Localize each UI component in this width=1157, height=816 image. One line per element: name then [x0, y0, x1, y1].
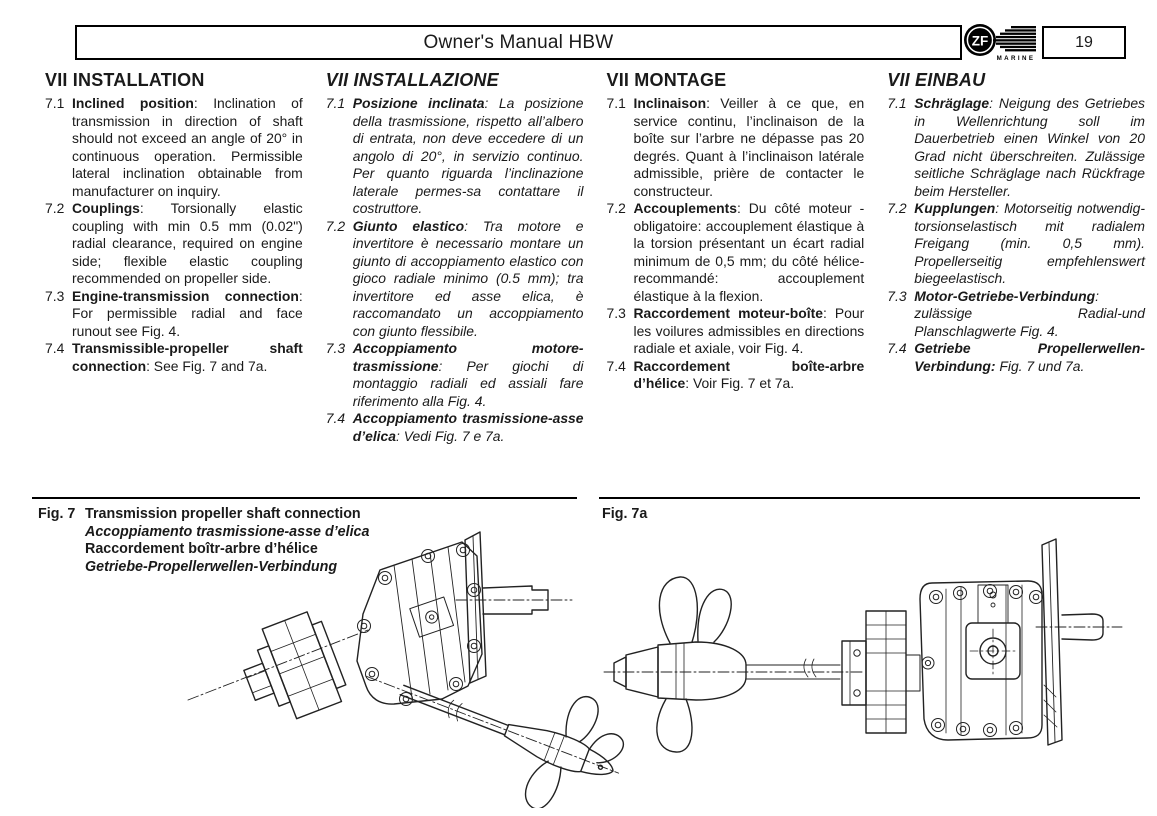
- item-number: 7.1: [325, 95, 346, 111]
- list-item: 7.2 Couplings: Torsionally elastic coupl…: [45, 200, 303, 288]
- column-francais: VII MONTAGE 7.1 Inclinaison: Veiller à c…: [607, 70, 865, 445]
- list-item: 7.1 Schräglage: Neigung des Getriebes in…: [887, 95, 1145, 200]
- fig7-label: Fig. 7: [38, 506, 76, 522]
- item-number: 7.1: [887, 95, 907, 111]
- item-number: 7.4: [606, 357, 626, 374]
- item-text: : Inclination of transmission in directi…: [72, 95, 303, 199]
- item-term: Inclinaison: [633, 95, 707, 111]
- item-number: 7.1: [606, 95, 626, 111]
- item-term: Motor-Getriebe-Verbindung: [914, 287, 1096, 304]
- fig7-caption-it: Accoppiamento trasmissione-asse d’elica: [85, 523, 370, 540]
- list-item: 7.4 Raccordement boîte-arbre d’hélice: V…: [607, 358, 865, 393]
- fig7-caption-fr: Raccordement boîtr-arbre d’hélice: [85, 541, 318, 557]
- fig7-caption: Fig. 7 Transmission propeller shaft conn…: [38, 506, 369, 576]
- item-number: 7.3: [325, 340, 346, 356]
- item-number: 7.3: [887, 287, 907, 304]
- item-number: 7.4: [887, 340, 907, 356]
- list-item: 7.1 Inclinaison: Veiller à ce que, en se…: [607, 95, 865, 200]
- column-heading: VII INSTALLATION: [45, 70, 205, 90]
- item-term: Raccordement moteur-boîte: [633, 305, 823, 321]
- item-number: 7.4: [45, 340, 65, 356]
- list-item: 7.2 Accouplements: Du côté moteur -oblig…: [607, 200, 865, 305]
- item-term: Couplings: [72, 200, 140, 216]
- item-text: Fig. 7 und 7a.: [995, 357, 1085, 374]
- item-term: Schräglage: [914, 95, 990, 111]
- four-language-columns: VII INSTALLATION 7.1 Inclined position: …: [45, 70, 1145, 445]
- item-text: : Tra motore e invertitore è necessario …: [352, 217, 584, 339]
- list-item: 7.4 Getriebe Propellerwellen-Verbindung:…: [887, 340, 1145, 375]
- item-number: 7.2: [887, 200, 907, 216]
- item-text: : zulässige Radial-und Planschlagwerte F…: [914, 287, 1145, 339]
- item-text: : Per giochi di montaggio radiali ed ass…: [352, 357, 584, 409]
- divider-left: [32, 497, 577, 499]
- list-item: 7.1 Inclined position: Inclination of tr…: [45, 95, 303, 200]
- item-number: 7.4: [325, 410, 346, 426]
- item-term: Engine-transmission connection: [72, 287, 299, 304]
- list-item: 7.2 Giunto elastico: Tra motore e invert…: [326, 218, 584, 341]
- list-item: 7.3 Motor-Getriebe-Verbindung: zulässige…: [887, 288, 1145, 341]
- fig7a-illustration: [603, 538, 1123, 753]
- fig7-caption-lines: Transmission propeller shaft connection …: [85, 506, 369, 576]
- fig7-caption-de: Getriebe-Propellerwellen-Verbindung: [85, 558, 338, 575]
- item-term: Accoppiamento motore-trasmissione: [352, 340, 584, 374]
- zf-marine-logo-icon: ZF MARINE: [964, 24, 1036, 62]
- item-term: Giunto elastico: [352, 217, 465, 234]
- fig7a-label: Fig. 7a: [602, 506, 648, 522]
- item-number: 7.2: [45, 200, 65, 216]
- item-term: Getriebe Propellerwellen-Verbindung:: [914, 340, 1145, 374]
- item-number: 7.3: [45, 287, 65, 304]
- item-text: : Du côté moteur -obligatoire: accouplem…: [633, 200, 865, 304]
- list-item: 7.4 Accoppiamento trasmissione-asse d’el…: [326, 410, 584, 445]
- column-heading: VII MONTAGE: [606, 70, 727, 90]
- column-english: VII INSTALLATION 7.1 Inclined position: …: [45, 70, 303, 445]
- column-italiano: VII INSTALLAZIONE 7.1 Posizione inclinat…: [326, 70, 584, 445]
- item-text: : See Fig. 7 and 7a.: [146, 357, 268, 374]
- fig7-illustration: [187, 531, 625, 808]
- item-term: Inclined position: [72, 95, 194, 111]
- item-text: : Pour les voilures admissibles en direc…: [633, 305, 865, 356]
- item-text: : Vedi Fig. 7 e 7a.: [396, 427, 505, 444]
- manual-title-box: Owner's Manual HBW: [75, 25, 962, 60]
- list-item: 7.1 Posizione inclinata: La posizione de…: [326, 95, 584, 218]
- item-text: : Torsionally elastic coupling with min …: [72, 200, 303, 286]
- column-heading: VII INSTALLAZIONE: [325, 70, 499, 90]
- item-term: Accoppiamento trasmissione-asse d’elica: [352, 410, 584, 444]
- list-item: 7.2 Kupplungen: Motorseitig notwendig-to…: [887, 200, 1145, 288]
- list-item: 7.3 Accoppiamento motore-trasmissione: P…: [326, 340, 584, 410]
- fig7-caption-en: Transmission propeller shaft connection: [85, 506, 361, 522]
- column-deutsch: VII EINBAU 7.1 Schräglage: Neigung des G…: [887, 70, 1145, 445]
- item-term: Raccordement boîte-arbre d’hélice: [633, 357, 865, 392]
- item-term: Transmissible-propeller shaft connection: [72, 340, 303, 374]
- item-text: : La posizione della trasmissione, rispe…: [352, 95, 584, 216]
- logo-marine-text: MARINE: [997, 55, 1036, 62]
- divider-right: [599, 497, 1140, 499]
- column-heading: VII EINBAU: [887, 70, 986, 90]
- page-number: 19: [1075, 33, 1093, 51]
- logo-zf-text: ZF: [972, 34, 989, 49]
- item-number: 7.2: [325, 217, 346, 234]
- item-text: : Motorseitig notwendig-torsionselastisc…: [914, 200, 1145, 286]
- item-number: 7.3: [606, 305, 626, 321]
- item-number: 7.1: [45, 95, 65, 111]
- item-term: Posizione inclinata: [352, 95, 485, 111]
- page-title: Owner's Manual HBW: [423, 31, 614, 53]
- item-number: 7.2: [606, 200, 626, 216]
- item-text: : For permissible radial and face runout…: [72, 287, 303, 339]
- item-term: Kupplungen: [914, 200, 996, 216]
- list-item: 7.4 Transmissible-propeller shaft connec…: [45, 340, 303, 375]
- item-text: : Neigung des Getriebes in Wellenrichtun…: [914, 95, 1145, 199]
- list-item: 7.3 Raccordement moteur-boîte: Pour les …: [607, 305, 865, 358]
- item-term: Accouplements: [633, 200, 737, 216]
- item-text: : Voir Fig. 7 et 7a.: [685, 375, 795, 391]
- item-text: : Veiller à ce que, en service continu, …: [633, 95, 865, 199]
- list-item: 7.3 Engine-transmission connection: For …: [45, 288, 303, 341]
- zf-marine-logo: ZF MARINE: [963, 22, 1039, 64]
- page-number-box: 19: [1042, 26, 1126, 59]
